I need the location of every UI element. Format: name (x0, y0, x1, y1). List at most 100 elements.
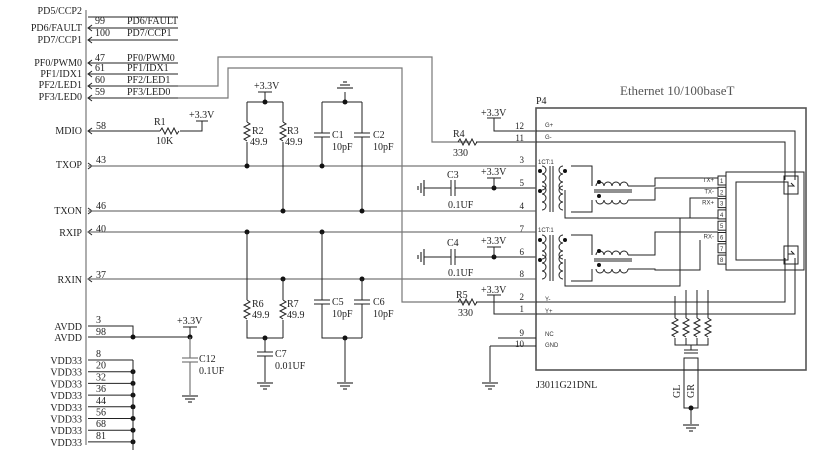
c12-value: 0.1UF (199, 366, 225, 377)
tx-rx-nets: TXOP TXON RXIP RXIN 43 46 40 37 (54, 155, 536, 286)
c4-value: 0.1UF (448, 268, 474, 279)
p4-part-number: J3011G21DNL (536, 380, 597, 391)
rj45-pin-number: 1 (720, 179, 724, 185)
p4-pin-number: 2 (520, 292, 525, 302)
pin-number: 99 (95, 16, 105, 27)
pin-number: 36 (96, 384, 106, 395)
rx-termination: R6 49.9 R7 49.9 C7 0.01UF C5 10pF C6 10p… (243, 229, 394, 390)
net-label: PF2/LED1 (127, 75, 170, 86)
pin-label-rxin: RXIN (58, 275, 82, 286)
r5-value: 330 (458, 308, 473, 319)
p4-pin-label: Y+ (545, 309, 553, 315)
r7-ref: R7 (287, 299, 299, 310)
rj45-pin-box (717, 254, 727, 265)
transformer-label: 1CT:1 (538, 228, 554, 234)
p4-pin-number: 4 (520, 201, 525, 211)
pin-label-vdd33: VDD33 (50, 426, 82, 437)
pin-label-vdd33: VDD33 (50, 368, 82, 379)
led-net-gplus (178, 56, 470, 143)
pin-label-pd6: PD6/FAULT (31, 23, 82, 34)
pin-number: 40 (96, 224, 106, 235)
net-label: PD6/FAULT (127, 16, 178, 27)
r6-ref: R6 (252, 299, 264, 310)
r5-ref: R5 (456, 290, 468, 301)
p4-ref: P4 (536, 96, 547, 107)
p4-pin-label: GND (545, 343, 559, 349)
led-net-yminus (178, 67, 470, 303)
rj45-pin-number: 4 (720, 213, 724, 219)
power-label: +3.3V (481, 108, 507, 119)
power-label: +3.3V (481, 236, 507, 247)
c12-ref: C12 (199, 354, 216, 365)
p4-pin-number: 5 (520, 178, 525, 188)
power-label: +3.3V (481, 167, 507, 178)
pin-number: 43 (96, 155, 106, 166)
vdd33-pins: VDD338VDD3320VDD3332VDD3336VDD3344VDD335… (50, 349, 136, 450)
pin-number: 98 (96, 327, 106, 338)
c1-ref: C1 (332, 130, 344, 141)
mcu-port-pins: PD5/CCP2 PD6/FAULT PD7/CCP1 PF0/PWM0 PF1… (31, 6, 178, 103)
pin-number: 46 (96, 201, 106, 212)
rj45-pin-box (717, 243, 727, 254)
tx-termination: +3.3V R2 49.9 R3 49.9 C1 10pF C2 10pF (243, 81, 394, 214)
rj45-pin-box (717, 186, 727, 197)
pin-label-pf0: PF0/PWM0 (34, 58, 82, 69)
rj45-pin-label: RX+ (702, 201, 714, 207)
rj45-pin-number: 3 (720, 202, 724, 208)
net-label: PD7/CCP1 (127, 28, 171, 39)
isolation-transformers: 1CT:1 1CT:1 (538, 160, 718, 287)
rj45-pin-box (717, 198, 727, 209)
pin-number: 20 (96, 361, 106, 372)
pin-label-vdd33: VDD33 (50, 403, 82, 414)
pin-number: 81 (96, 431, 106, 442)
gl-label: GL (672, 385, 683, 398)
ethernet-title: Ethernet 10/100baseT (620, 83, 734, 98)
p4-pin-number: 8 (520, 269, 525, 279)
rj45-pin-box (717, 175, 727, 186)
p4-pin-number: 6 (520, 247, 525, 257)
c7-ref: C7 (275, 349, 287, 360)
power-label: +3.3V (481, 285, 507, 296)
r3-ref: R3 (287, 126, 299, 137)
pin-number: 37 (96, 270, 106, 281)
gr-label: GR (686, 384, 697, 398)
c2-value: 10pF (373, 142, 394, 153)
p4-connector: P4 Ethernet 10/100baseT J3011G21DNL 12 1… (481, 83, 807, 391)
power-pins: AVDD AVDD 3 98 +3.3V C12 0.1UF (54, 315, 225, 403)
r1-ref: R1 (154, 117, 166, 128)
pin-label-pf2: PF2/LED1 (39, 80, 82, 91)
pin-label-txop: TXOP (56, 160, 83, 171)
pin-label-vdd33: VDD33 (50, 356, 82, 367)
net-label: PF3/LED0 (127, 87, 170, 98)
p4-pin-label: G- (545, 135, 552, 141)
p4-pin-number: 1 (520, 304, 525, 314)
r2-ref: R2 (252, 126, 264, 137)
transformer-label: 1CT:1 (538, 160, 554, 166)
p4-pin-number: 9 (520, 328, 525, 338)
power-label: +3.3V (189, 110, 215, 121)
mdio-net: MDIO 58 R1 10K +3.3V (55, 110, 215, 147)
pin-number: 44 (96, 396, 106, 407)
pin-label-pd5: PD5/CCP2 (38, 6, 82, 17)
pin-number: 58 (96, 121, 106, 132)
c4-ref: C4 (447, 238, 459, 249)
p4-pin-number: 12 (515, 121, 524, 131)
p4-pin-number: 10 (515, 339, 525, 349)
r1-value: 10K (156, 136, 174, 147)
rj45-pin-number: 8 (720, 258, 724, 264)
shield-termination: GL GR (671, 290, 712, 432)
rj45-pin-label: TX+ (703, 178, 715, 184)
pin-label-mdio: MDIO (55, 126, 82, 137)
r3-value: 49.9 (285, 137, 303, 148)
p4-pin-label: G+ (545, 123, 554, 129)
pin-number: 56 (96, 408, 106, 419)
c6-ref: C6 (373, 297, 385, 308)
pin-number: 8 (96, 349, 101, 360)
power-label: +3.3V (254, 81, 280, 92)
pin-number: 61 (95, 63, 105, 74)
rj45-pin-number: 2 (720, 190, 724, 196)
pin-label-txon: TXON (54, 206, 82, 217)
r6-value: 49.9 (252, 310, 270, 321)
